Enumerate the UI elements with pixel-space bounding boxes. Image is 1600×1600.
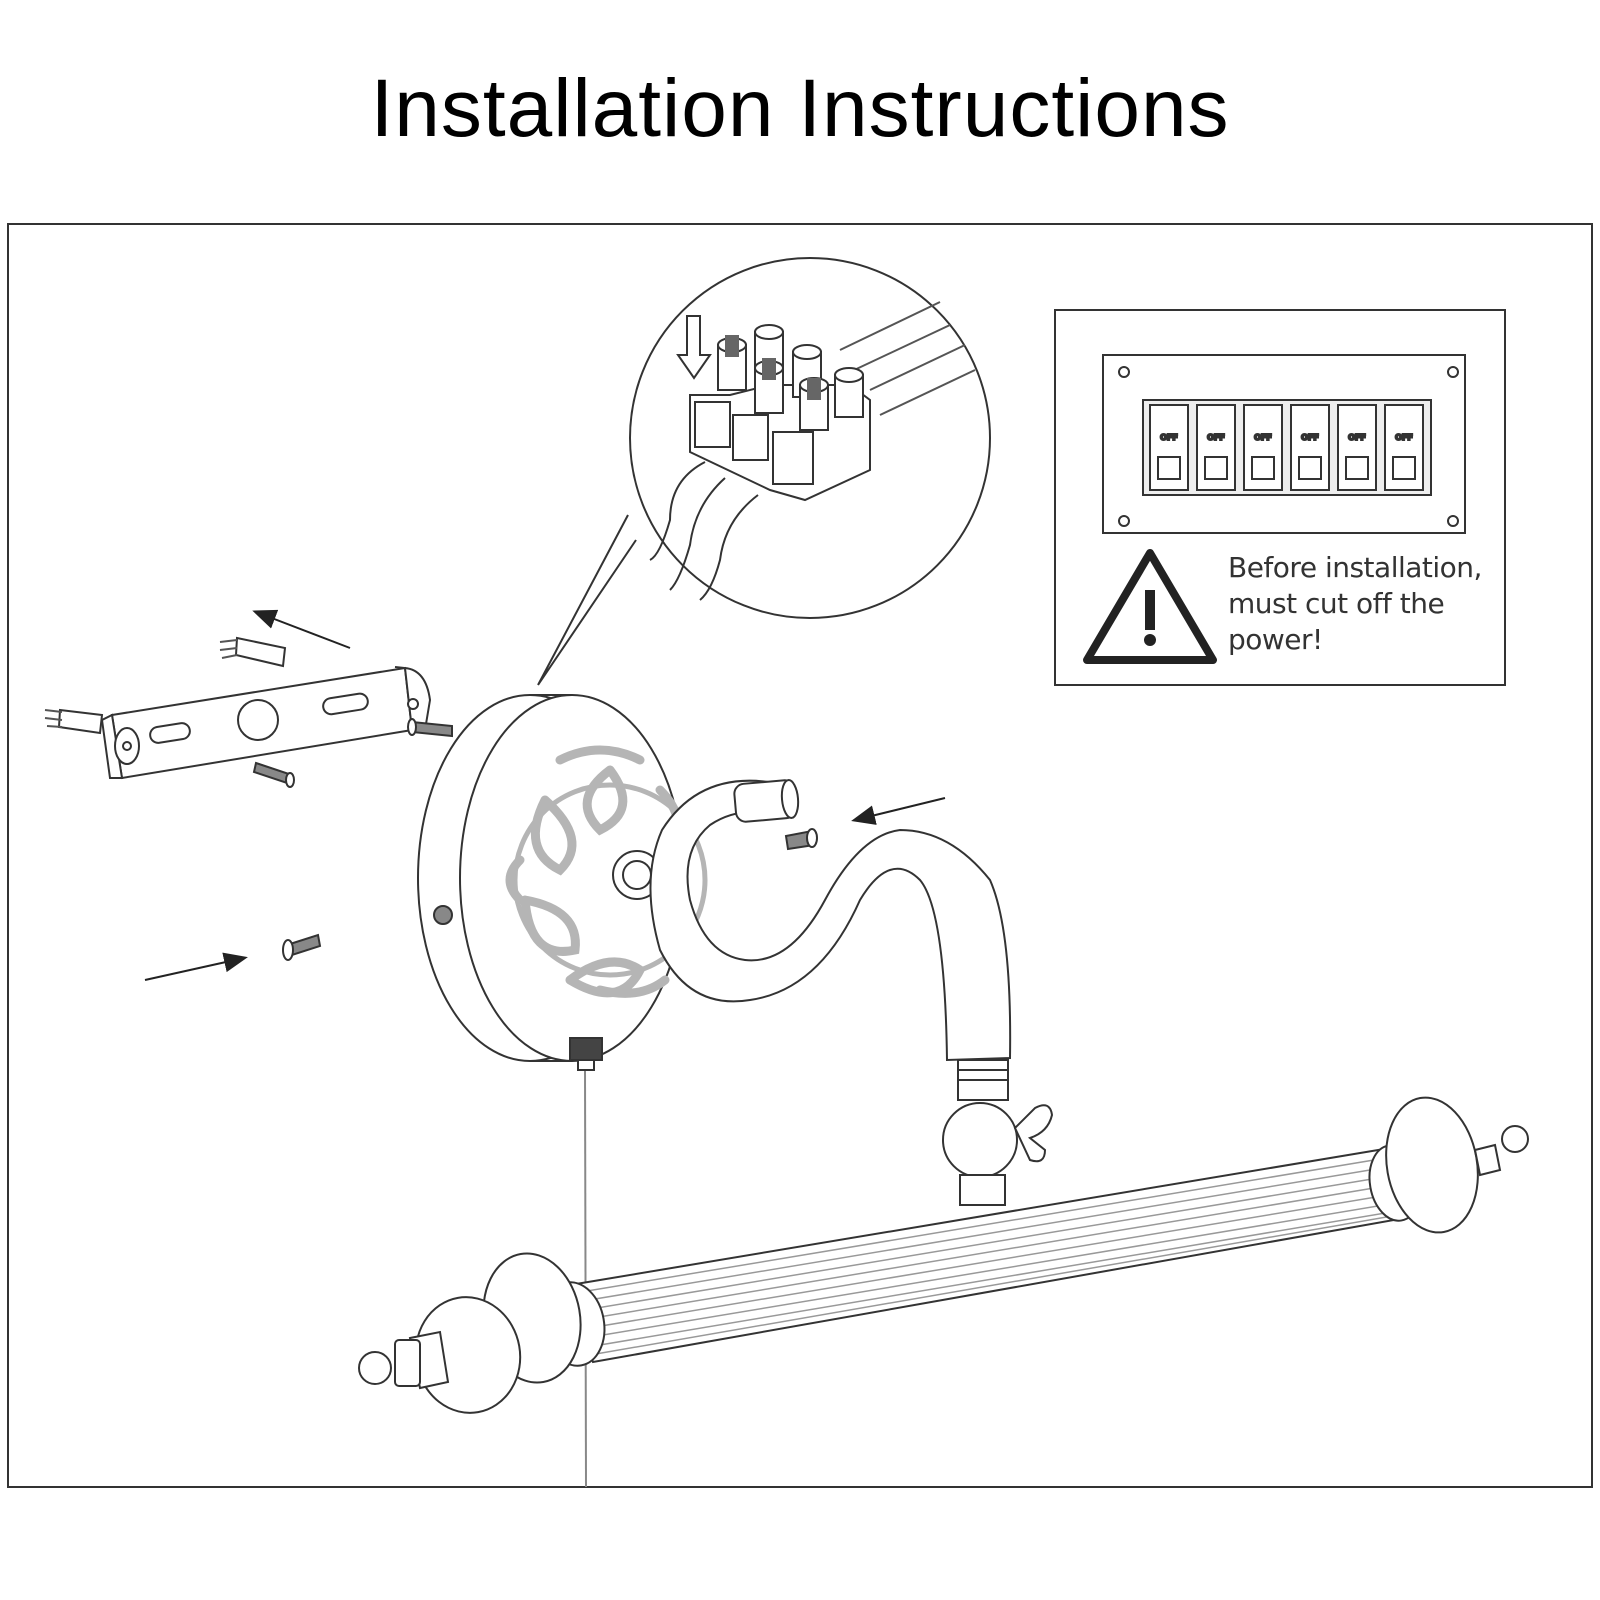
warning-line: must cut off the xyxy=(1228,587,1445,620)
pull-cord xyxy=(584,1067,587,1488)
breaker-switch-label: OFF xyxy=(1301,433,1319,442)
arrow-icon xyxy=(252,609,351,649)
arrow-icon xyxy=(144,952,248,981)
warning-line: Before installation, xyxy=(1228,551,1482,584)
warning-line: power! xyxy=(1228,623,1323,656)
lamp-joint xyxy=(942,1059,1054,1206)
breaker-switch: OFF xyxy=(1196,404,1236,491)
breaker-panel: OFF OFF OFF OFF OFF OFF xyxy=(1102,354,1466,534)
wall-plate xyxy=(417,694,708,1071)
screw-icon xyxy=(282,933,322,961)
lamp-bar xyxy=(358,1096,1529,1414)
breaker-switch: OFF xyxy=(1384,404,1424,491)
screw-icon xyxy=(407,718,453,738)
breaker-switch: OFF xyxy=(1149,404,1189,491)
screw-icon xyxy=(252,761,295,788)
warning-box xyxy=(1054,309,1506,686)
wall-anchor-lower xyxy=(44,708,104,735)
breaker-switch-label: OFF xyxy=(1395,433,1413,442)
breaker-switch-label: OFF xyxy=(1254,433,1272,442)
mounting-bracket xyxy=(100,666,432,780)
warning-message: Before installation, must cut off the po… xyxy=(1228,550,1518,658)
wall-anchor-upper xyxy=(219,636,287,668)
page-title: Installation Instructions xyxy=(370,63,1230,154)
breaker-switch: OFF xyxy=(1243,404,1283,491)
diagram-frame xyxy=(7,223,1593,1488)
arrow-icon xyxy=(851,797,946,825)
breaker-switch: OFF xyxy=(1337,404,1377,491)
screw-icon xyxy=(784,828,818,851)
breaker-switch-label: OFF xyxy=(1207,433,1225,442)
lamp-arm xyxy=(649,779,1012,1062)
breaker-switch-label: OFF xyxy=(1160,433,1178,442)
breaker-switch-label: OFF xyxy=(1348,433,1366,442)
breaker-switch: OFF xyxy=(1290,404,1330,491)
terminal-block xyxy=(649,301,976,601)
warning-triangle-icon xyxy=(1083,549,1217,664)
